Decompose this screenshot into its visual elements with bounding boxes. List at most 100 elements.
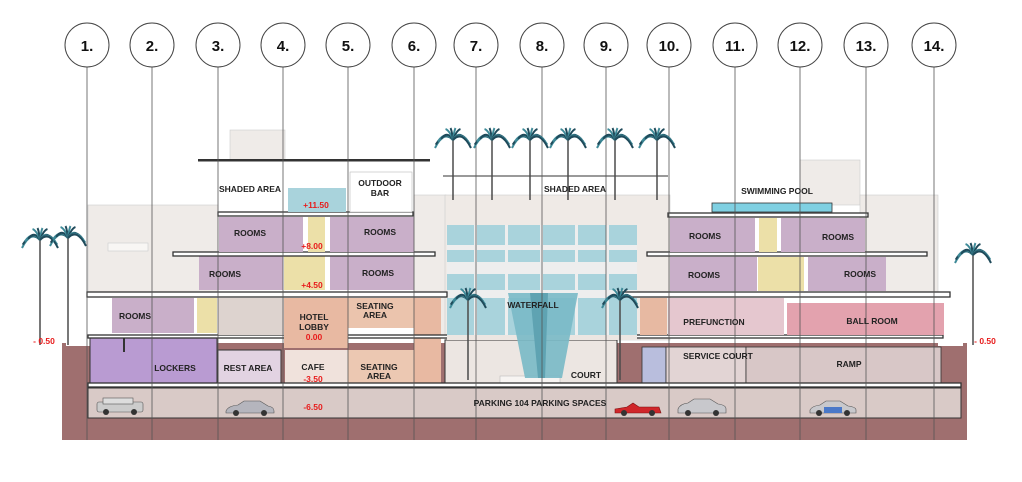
lower-level: [87, 298, 962, 388]
space-labels: SHADED AREA OUTDOOR BAR SHADED AREA SWIM…: [119, 178, 898, 408]
seating-area-label-2: AREA: [363, 310, 387, 320]
hotel-lobby-space: [284, 298, 348, 348]
cars: [96, 397, 857, 416]
palm-tree-icon: [511, 127, 549, 200]
grid-bubble: [453, 22, 499, 68]
court-label: COURT: [571, 370, 602, 380]
car-suv-icon: [96, 397, 144, 415]
parking-label: PARKING 104 PARKING SPACES: [474, 398, 607, 408]
grid-axis-label: 8.: [536, 38, 549, 55]
grid-bubble: [391, 22, 437, 68]
cafe-space: [285, 350, 348, 383]
palm-tree-icon: [601, 287, 639, 380]
seating-area-upper-space: [348, 298, 414, 328]
level-parking: -6.50: [303, 402, 323, 412]
structural-grid: 1. 2. 3. 4. 5. 6. 7. 8. 9. 10. 11. 12. 13. 14.: [64, 22, 957, 440]
car-blue-sedan-icon: [809, 400, 857, 416]
waterfall-label: WATERFALL: [507, 300, 558, 310]
hotel-lobby-label-2: LOBBY: [299, 322, 329, 332]
grid-bubble: [911, 22, 957, 68]
level-roof: +11.50: [303, 200, 329, 210]
car-silver-sedan-icon: [677, 398, 727, 416]
grid-bubble: [646, 22, 692, 68]
seating-area-lower-label-2: AREA: [367, 371, 391, 381]
palm-tree-icon: [549, 127, 587, 200]
grid-axis-label: 1.: [81, 38, 94, 55]
palm-tree-icon: [954, 242, 992, 345]
grid-axis-label: 14.: [924, 38, 945, 55]
car-sedan-icon: [225, 400, 275, 416]
car-red-convertible-icon: [614, 402, 662, 416]
level-ground-left: - 0.50: [33, 336, 55, 346]
grid-axis-label: 4.: [277, 38, 290, 55]
level-4-50: [172, 251, 928, 291]
rooms-label: ROOMS: [209, 269, 241, 279]
rooms-label: ROOMS: [234, 228, 266, 238]
grid-axis-label: 12.: [790, 38, 811, 55]
rooms-label: ROOMS: [119, 311, 151, 321]
ramp-label: RAMP: [836, 359, 861, 369]
rooms-label: ROOMS: [822, 232, 854, 242]
level-markers: +11.50 +8.00 +4.50 0.00 -3.50 -6.50 - 0.…: [33, 200, 996, 412]
cafe-label: CAFE: [301, 362, 324, 372]
rooms-label: ROOMS: [844, 269, 876, 279]
grid-bubble: [325, 22, 371, 68]
grid-bubble: [195, 22, 241, 68]
grid-axis-label: 2.: [146, 38, 159, 55]
grid-axis-label: 5.: [342, 38, 355, 55]
hotel-lobby-label: HOTEL: [300, 312, 329, 322]
grid-axis-label: 11.: [725, 38, 745, 55]
rooms-label: ROOMS: [362, 268, 394, 278]
level-second: +4.50: [301, 280, 323, 290]
seating-area-label: SEATING: [356, 301, 394, 311]
palm-tree-icon: [638, 127, 676, 200]
outdoor-bar-label-2: BAR: [371, 188, 389, 198]
grid-axis-label: 13.: [856, 38, 877, 55]
grid-bubble: [712, 22, 758, 68]
shaded-area-center-label: SHADED AREA: [544, 184, 606, 194]
prefunction-space: [668, 298, 784, 335]
grid-bubble: [843, 22, 889, 68]
prefunction-label: PREFUNCTION: [683, 317, 744, 327]
swimming-pool-water: [711, 202, 833, 213]
service-court-label: SERVICE COURT: [683, 351, 754, 361]
palm-tree-icon: [596, 127, 634, 200]
grid-bubble: [64, 22, 110, 68]
rooms-label: ROOMS: [688, 270, 720, 280]
palm-tree-icon: [449, 287, 487, 380]
outdoor-bar-label: OUTDOOR: [358, 178, 401, 188]
level-lobby: 0.00: [306, 332, 323, 342]
palm-tree-icon: [21, 227, 59, 345]
grid-axis-label: 3.: [212, 38, 225, 55]
swimming-pool-label: SWIMMING POOL: [741, 186, 813, 196]
shaded-area-left-label: SHADED AREA: [219, 184, 281, 194]
grid-axis-label: 10.: [659, 38, 680, 55]
grid-bubble: [260, 22, 306, 68]
lockers-label: LOCKERS: [154, 363, 196, 373]
level-ground-right: - 0.50: [974, 336, 996, 346]
roof-level: [198, 159, 833, 213]
grid-axis-label: 7.: [470, 38, 483, 55]
grid-bubble: [129, 22, 175, 68]
grid-axis-label: 6.: [408, 38, 421, 55]
seating-area-lower-label: SEATING: [360, 362, 398, 372]
grid-axis-label: 9.: [600, 38, 613, 55]
palm-trees: [21, 127, 992, 380]
palm-tree-icon: [473, 127, 511, 200]
grid-bubble: [777, 22, 823, 68]
rooms-label: ROOMS: [689, 231, 721, 241]
seating-area-lower-space: [348, 350, 414, 383]
rooms-label: ROOMS: [364, 227, 396, 237]
lockers-space: [89, 337, 218, 384]
palm-tree-icon: [434, 127, 472, 200]
level-third: +8.00: [301, 241, 323, 251]
service-blue-space: [641, 346, 667, 384]
level-cafe: -3.50: [303, 374, 323, 384]
ball-room-label: BALL ROOM: [846, 316, 897, 326]
rest-area-label: REST AREA: [224, 363, 273, 373]
level-8-00: [217, 211, 869, 252]
palm-tree-icon: [49, 225, 87, 345]
ball-room-space: [787, 303, 944, 335]
grid-bubble: [519, 22, 565, 68]
grid-bubble: [583, 22, 629, 68]
